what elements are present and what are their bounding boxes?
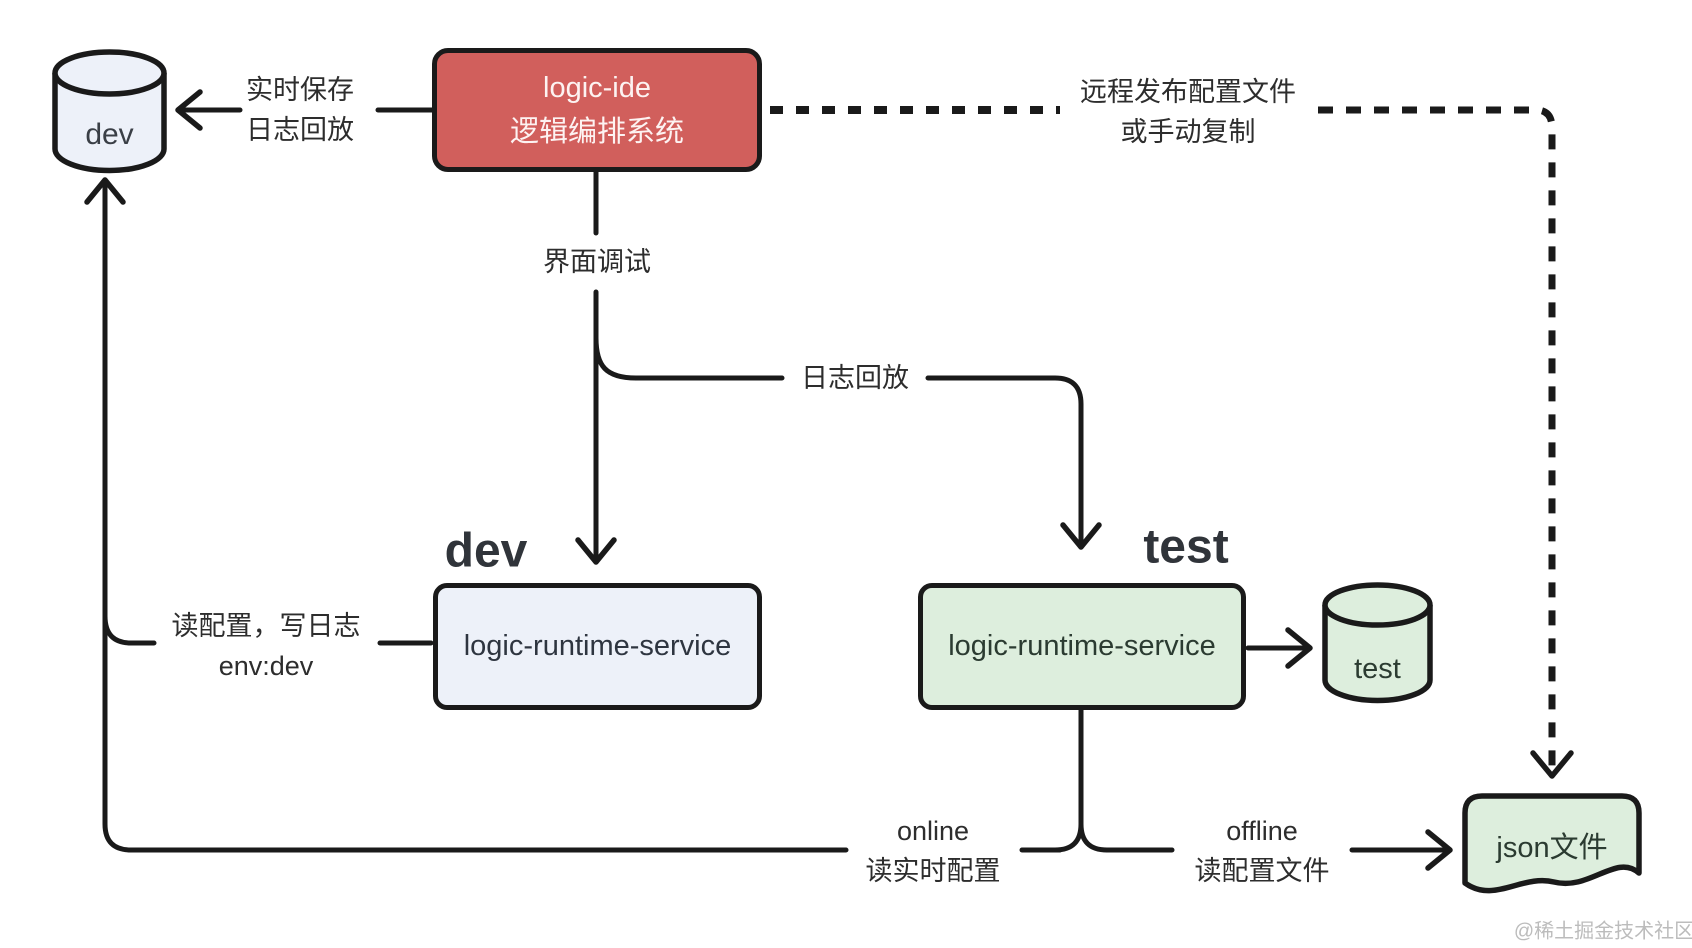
edge-label-online-line1: online	[896, 816, 970, 846]
dev-database-label: dev	[85, 118, 134, 151]
edge-remote-publish-down-segment	[1318, 106, 1556, 770]
edge-label-read-config-line1: 读配置，写日志	[171, 611, 361, 641]
test-runtime-service-label: logic-runtime-service	[948, 630, 1216, 662]
database-cylinder-icon	[52, 49, 167, 174]
test-runtime-service-node: logic-runtime-service	[918, 583, 1246, 710]
logic-ide-node: logic-ide 逻辑编排系统	[432, 48, 762, 172]
edge-log-replay-left-segment	[593, 335, 785, 381]
logic-ide-subtitle: 逻辑编排系统	[509, 116, 684, 148]
edge-read-config-left-stub	[102, 613, 157, 646]
json-file-label: json文件	[1496, 832, 1608, 864]
edge-offline-arrowhead	[1425, 829, 1453, 871]
edge-label-save-replay-line2: 日志回放	[246, 115, 354, 145]
database-cylinder-icon	[1322, 582, 1433, 704]
edge-label-offline: offline 读配置文件	[1195, 811, 1330, 891]
json-file-node: json文件	[1458, 789, 1646, 907]
logic-ide-title: logic-ide	[543, 72, 651, 104]
edge-label-ui-debug-text: 界面调试	[543, 247, 651, 277]
edge-label-online-line2: 读实时配置	[865, 856, 1001, 886]
edge-ui-debug-arrowhead	[575, 537, 617, 565]
edge-label-read-config: 读配置，写日志 env:dev	[172, 606, 361, 686]
edge-online-left-path	[102, 181, 849, 853]
document-icon	[1462, 793, 1642, 894]
edge-save-replay-arrowhead	[175, 89, 203, 131]
test-database-node: test	[1320, 581, 1435, 706]
edge-junction-flare-left	[1052, 821, 1084, 853]
dev-runtime-service-node: logic-runtime-service	[433, 583, 762, 710]
edge-label-offline-line1: offline	[1226, 816, 1298, 846]
test-database-label: test	[1354, 653, 1401, 685]
test-environment-heading: test	[1143, 520, 1229, 574]
edge-remote-publish-arrowhead	[1530, 750, 1574, 779]
edge-label-ui-debug: 界面调试	[543, 242, 651, 282]
edge-label-save-replay-line1: 实时保存	[246, 75, 354, 105]
edge-label-save-replay: 实时保存 日志回放	[246, 70, 354, 150]
edge-log-replay-arrowhead	[1060, 522, 1102, 550]
edge-runtime-to-testdb-arrowhead	[1285, 627, 1313, 669]
edge-label-log-replay: 日志回放	[801, 358, 909, 398]
dev-runtime-service-label: logic-runtime-service	[463, 630, 732, 662]
watermark: @稀土掘金技术社区	[1513, 920, 1692, 943]
edge-label-remote-publish: 远程发布配置文件 或手动复制	[1080, 72, 1296, 152]
edge-label-read-config-line2: env:dev	[218, 651, 314, 681]
edge-online-arrowhead	[84, 177, 126, 205]
dev-environment-heading: dev	[444, 524, 528, 578]
edge-label-log-replay-text: 日志回放	[801, 363, 909, 393]
edge-label-remote-publish-line2: 或手动复制	[1120, 117, 1256, 147]
dev-database-node: dev	[50, 48, 169, 176]
edge-label-online: online 读实时配置	[866, 811, 1001, 891]
edge-log-replay-right-segment	[925, 375, 1084, 546]
edge-label-offline-line2: 读配置文件	[1194, 856, 1330, 886]
edge-label-remote-publish-line1: 远程发布配置文件	[1080, 77, 1296, 107]
edge-junction-flare-right	[1078, 821, 1110, 853]
